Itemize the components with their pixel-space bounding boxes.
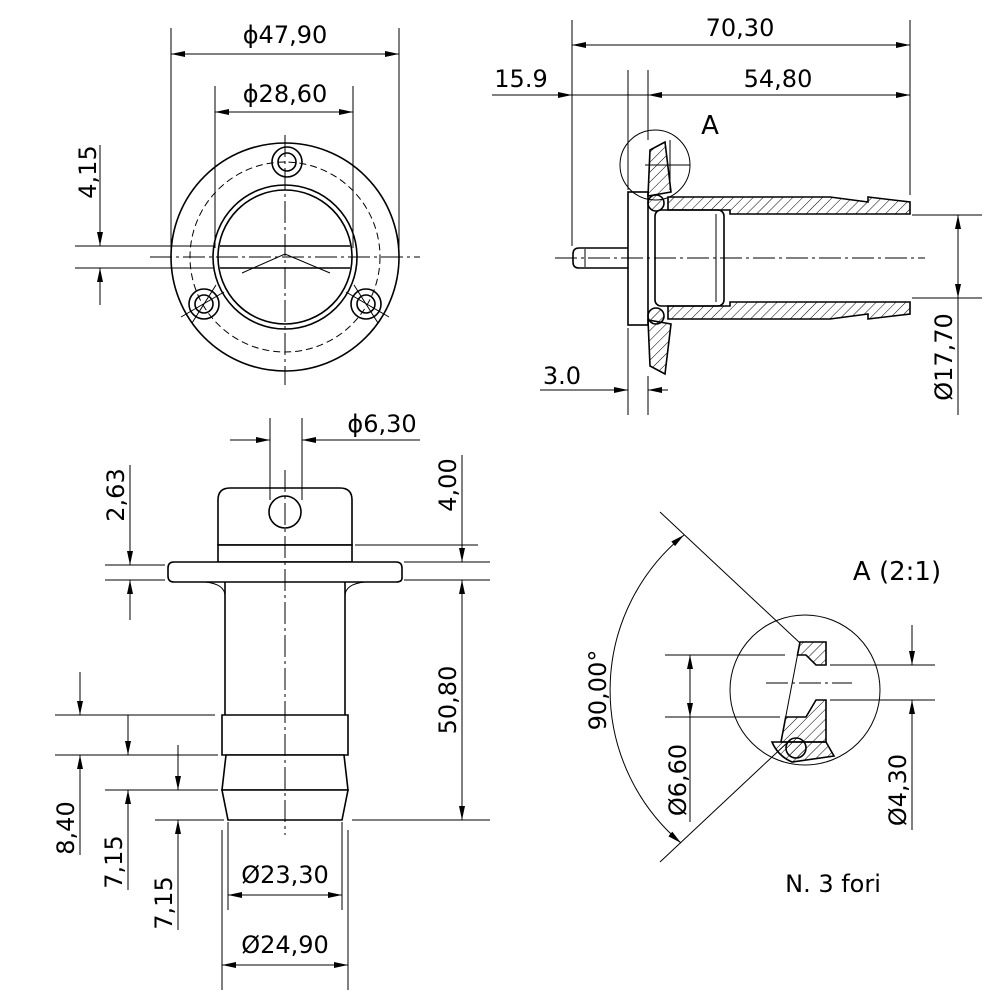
- angle-leg-upper: [659, 511, 801, 644]
- dim-inner-diameter: ϕ28,60: [214, 80, 354, 248]
- holes-note: N. 3 fori: [785, 870, 881, 898]
- inner-diameter-label: ϕ28,60: [243, 80, 328, 108]
- dim-barb-1: 8,40: [52, 672, 218, 855]
- section-view: A 70,30 15.9 54,80 3.0: [492, 14, 982, 415]
- mounting-hole-top: [271, 146, 303, 178]
- body-length-label: 54,80: [744, 65, 813, 93]
- mounting-hole-right: [350, 288, 382, 320]
- detail-circle: [729, 614, 881, 766]
- dim-outer-diameter: ϕ47,90: [170, 21, 400, 248]
- hole-diameter-label: Ø4,30: [884, 754, 912, 826]
- countersink-diameter-label: Ø6,60: [664, 744, 692, 816]
- dim-hole-diameter: Ø4,30: [830, 625, 935, 830]
- mounting-hole-top-outer: [271, 146, 303, 178]
- detail-a-callout: A: [619, 111, 719, 201]
- overall-length-label: 70,30: [706, 14, 775, 42]
- tube-length-label: 50,80: [434, 666, 462, 735]
- mounting-hole-right-outer: [350, 288, 382, 320]
- hole-right-tangent-mark: [353, 284, 379, 324]
- fillet-left: [204, 581, 226, 597]
- dim-countersink-angle: 90,00°: [584, 511, 801, 863]
- flange-lug-bottom: [647, 319, 672, 376]
- front-view: ϕ47,90 ϕ28,60 4,15: [74, 21, 420, 385]
- flange-thickness-label: 3.0: [543, 362, 581, 390]
- flange-edge-label: 2,63: [102, 468, 130, 521]
- dim-bore-diameter: Ø17,70: [912, 214, 982, 415]
- hole-right-center-mark: [345, 291, 390, 318]
- barb-2-label: 7,15: [100, 835, 128, 888]
- barb-3-label: 7,15: [150, 876, 178, 929]
- countersink-opening-edge: [785, 654, 798, 718]
- slot-width-label: 4,15: [74, 145, 102, 198]
- flange-height-label: 4,00: [434, 458, 462, 511]
- fillet-right: [344, 581, 366, 597]
- dim-slot-width: 4,15: [74, 145, 213, 305]
- dim-tube-length: 50,80: [352, 579, 490, 821]
- dim-barb-3: 7,15: [150, 745, 224, 930]
- side-view: ϕ6,30 2,63 4,00 50,80 8,40: [52, 410, 490, 990]
- dim-tab-hole: ϕ6,30: [230, 410, 420, 500]
- dim-flange-thickness: 3.0: [540, 362, 668, 393]
- hole-left-tangent-mark: [191, 284, 217, 324]
- dim-barb-2: 7,15: [100, 715, 218, 890]
- screw-section-bottom: [647, 307, 665, 325]
- tube-wall-top: [667, 196, 911, 215]
- dim-overall-length: 70,30: [571, 14, 911, 246]
- mounting-hole-left-outer: [188, 288, 220, 320]
- barb-diameter-label: Ø24,90: [241, 931, 329, 959]
- hole-left-center-mark: [180, 291, 225, 318]
- tip-diameter-label: Ø23,30: [241, 861, 329, 889]
- detail-title: A (2:1): [853, 557, 941, 587]
- mounting-hole-left: [188, 288, 220, 320]
- angle-arc: [609, 534, 685, 844]
- countersink-angle-label: 90,00°: [584, 650, 612, 731]
- pin-length-label: 15.9: [494, 65, 547, 93]
- dim-barb-diameter: Ø24,90: [221, 830, 349, 990]
- detail-a-label: A: [701, 111, 719, 141]
- mounting-hole-right-inner: [356, 294, 376, 314]
- dim-countersink-diameter: Ø6,60: [664, 654, 785, 822]
- tube-wall-bottom: [667, 301, 911, 320]
- dim-flange-edge: 2,63: [102, 465, 165, 620]
- tab-hole-label: ϕ6,30: [347, 410, 416, 438]
- dim-flange-height: 4,00: [355, 455, 490, 563]
- detail-lug-upper: [796, 641, 827, 666]
- detail-screw-section: [785, 737, 807, 759]
- mounting-hole-left-inner: [194, 294, 214, 314]
- dim-tip-diameter: Ø23,30: [227, 822, 343, 910]
- detail-view: A (2:1) 90,00° Ø6,60 Ø4,30 N. 3 for: [584, 511, 941, 898]
- barb-1-label: 8,40: [52, 801, 80, 854]
- outer-diameter-label: ϕ47,90: [243, 21, 328, 49]
- mounting-hole-top-inner: [277, 152, 297, 172]
- bore-diameter-label: Ø17,70: [930, 313, 958, 401]
- dim-pin-and-body: 15.9 54,80: [492, 65, 910, 415]
- flange-lug-top: [647, 140, 672, 197]
- screw-section-top: [647, 194, 665, 212]
